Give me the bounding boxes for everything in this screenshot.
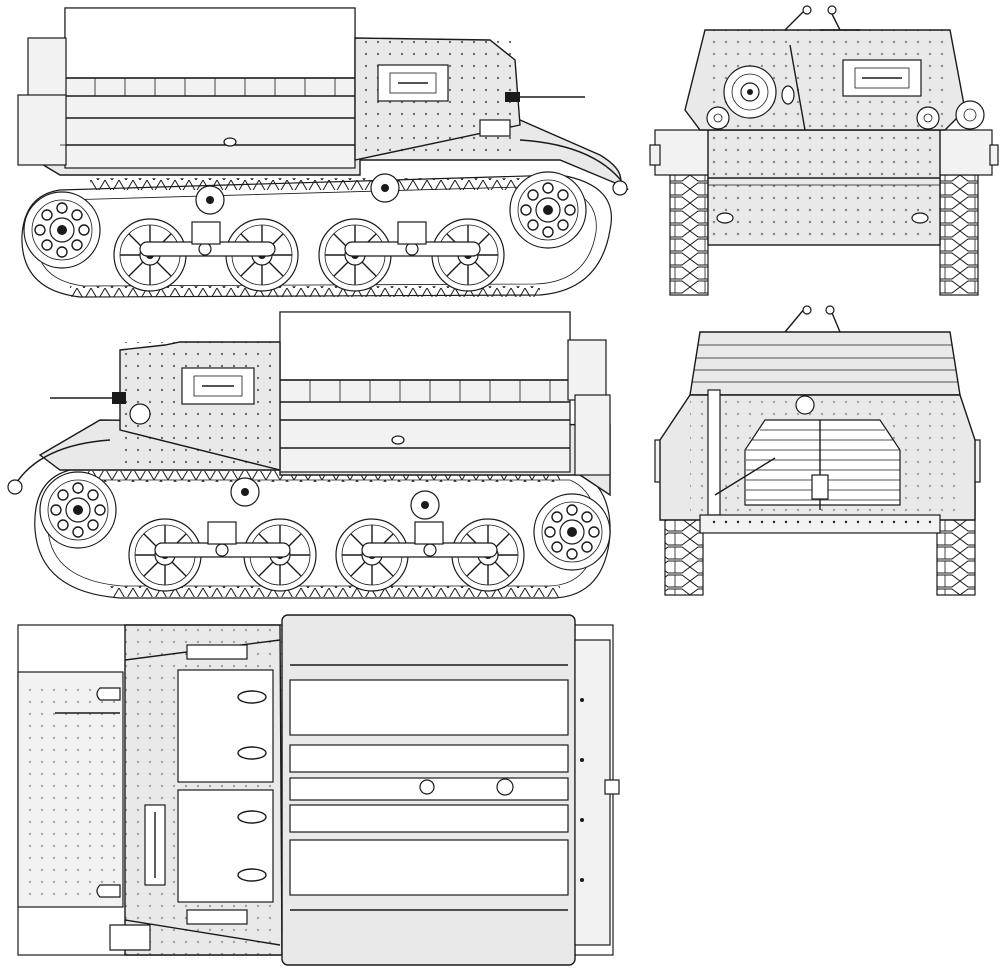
front-left-track — [669, 174, 709, 296]
left-side-bogies — [139, 221, 481, 257]
left-drive-sprocket — [509, 171, 587, 249]
left-side-view — [17, 7, 629, 298]
right-idler-wheel — [533, 493, 611, 571]
rear-engine-grille — [744, 419, 901, 506]
rear-view — [654, 305, 981, 596]
right-side-view — [7, 311, 611, 599]
right-drive-sprocket — [39, 471, 117, 549]
left-idler-wheel — [23, 191, 101, 269]
top-view-hatch-upper — [177, 669, 274, 783]
top-view-hatch-lower — [177, 789, 274, 903]
top-view — [17, 614, 620, 966]
right-side-bogies — [154, 521, 498, 558]
front-right-track — [939, 174, 979, 296]
rear-cargo-box — [689, 331, 961, 396]
right-side-track — [34, 469, 611, 599]
front-view — [649, 5, 999, 296]
